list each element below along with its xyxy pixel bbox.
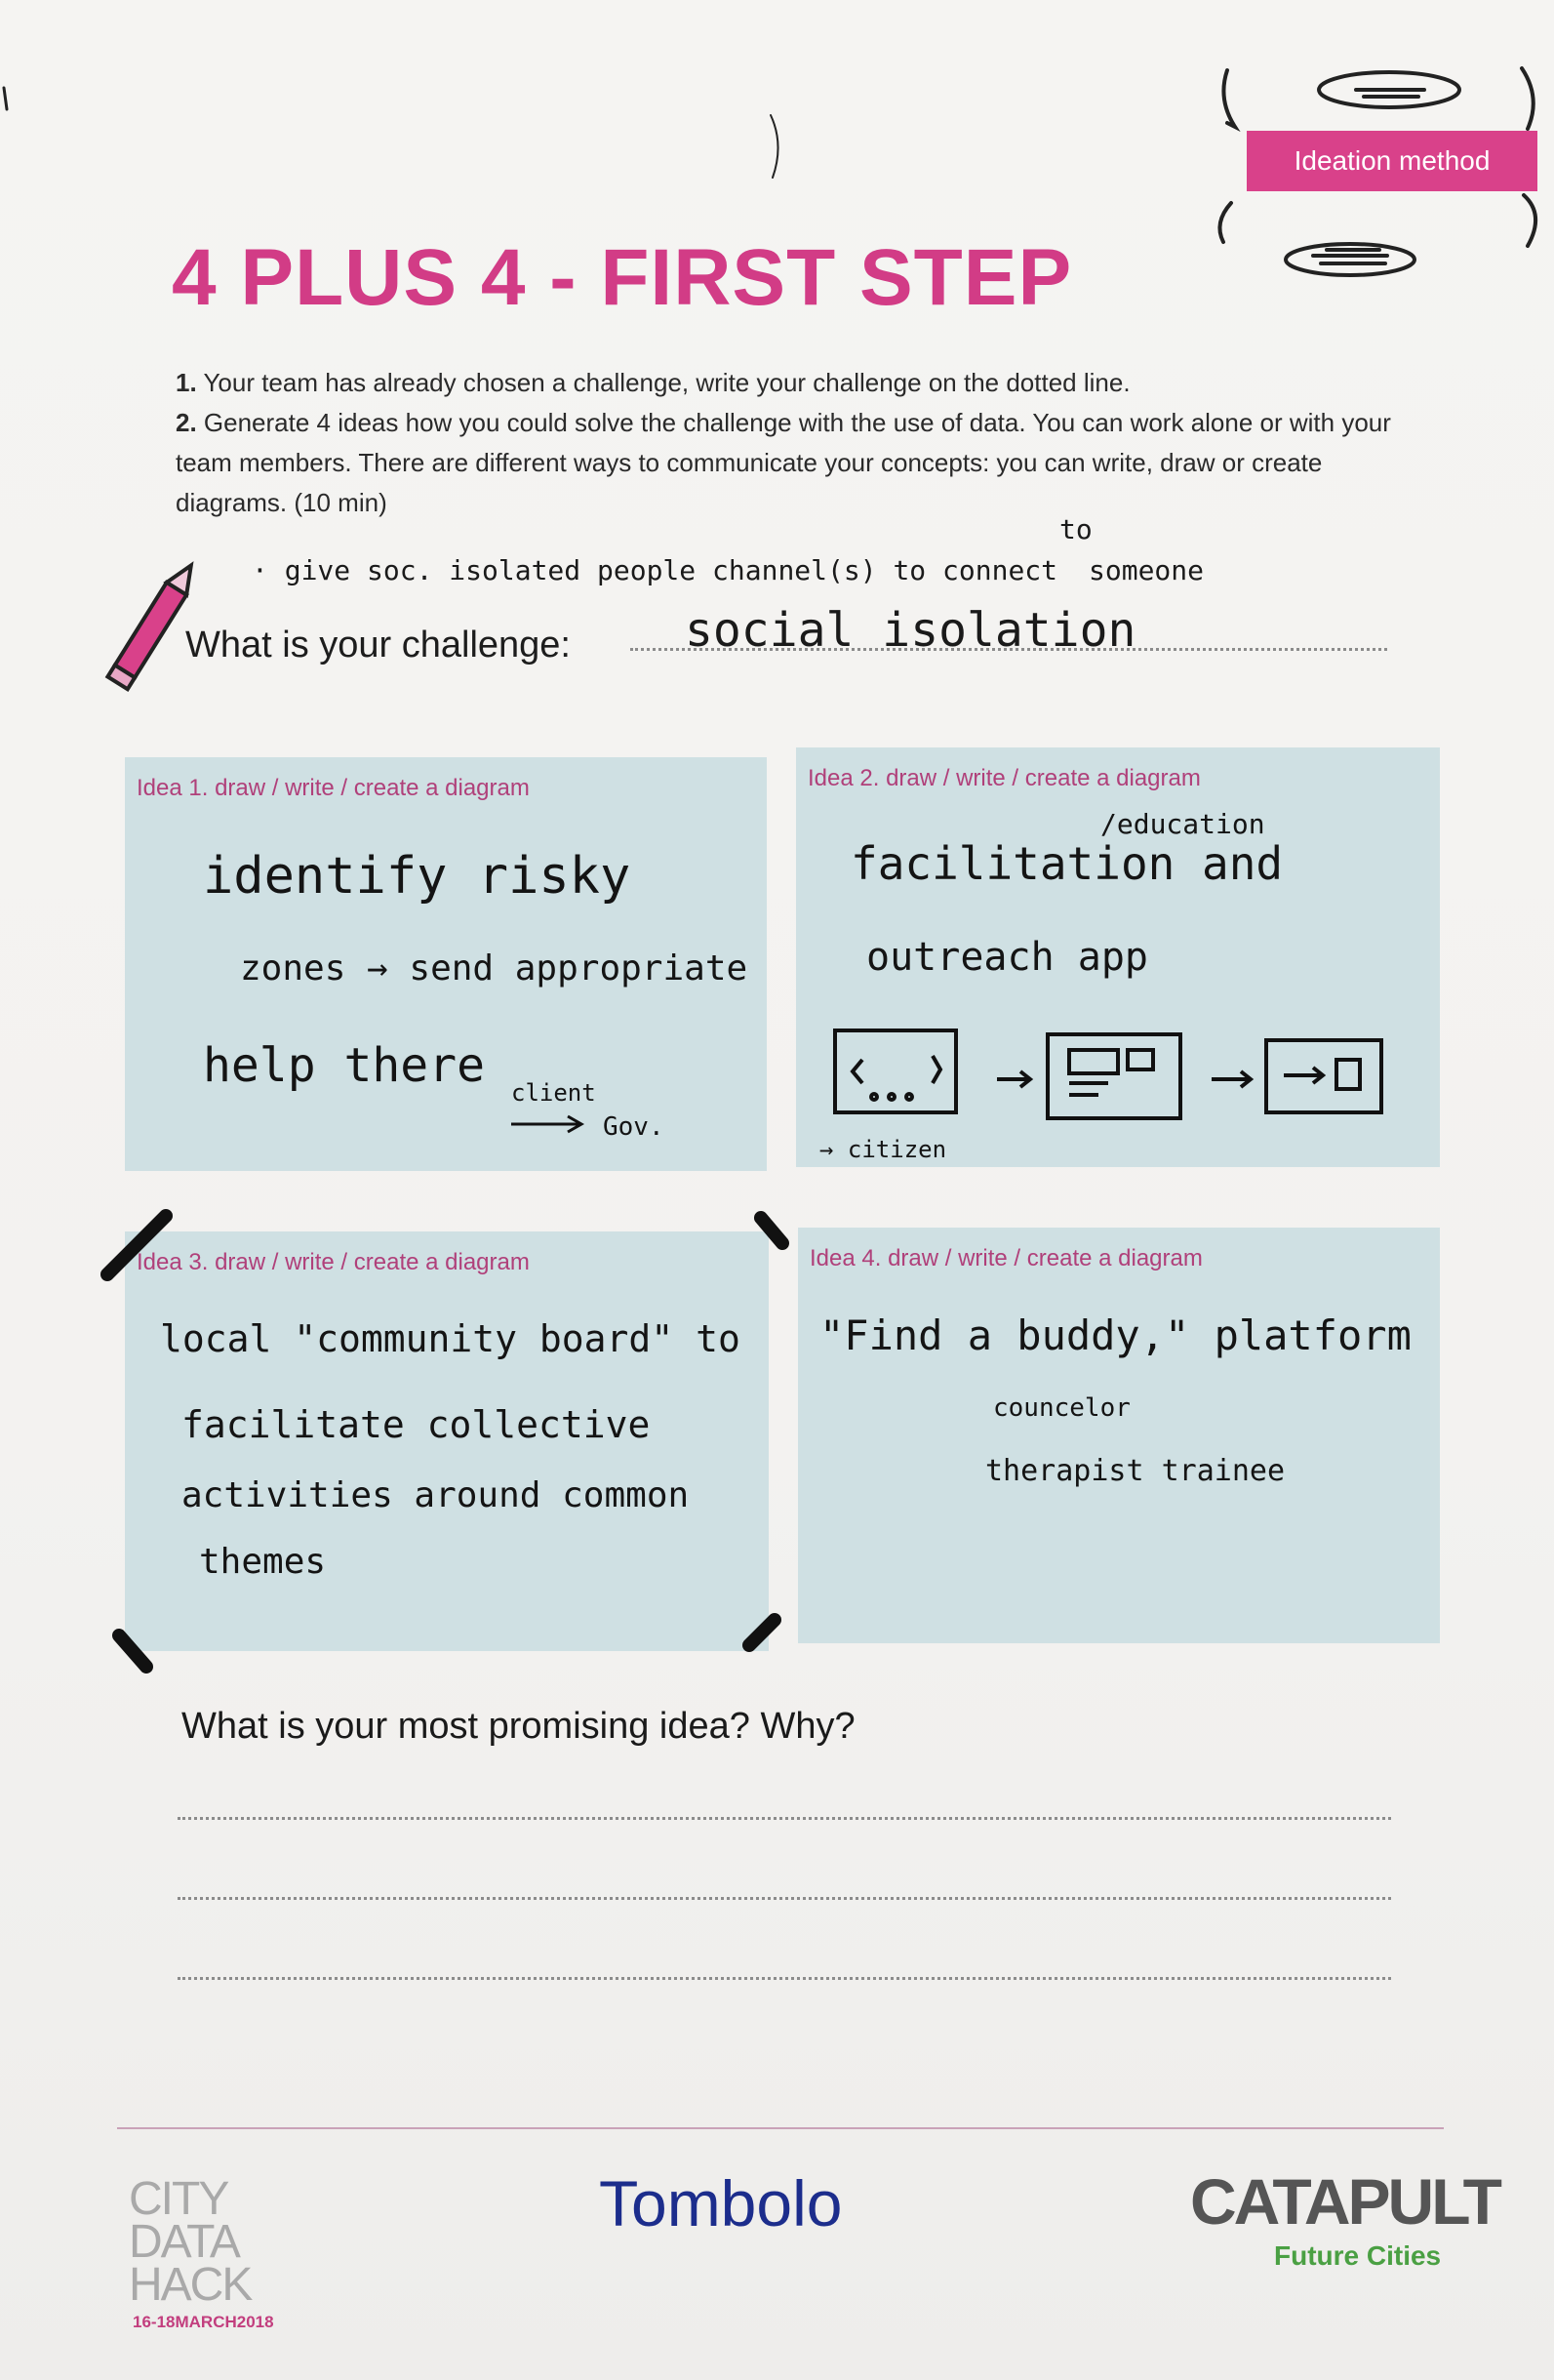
instructions: 1. Your team has already chosen a challe… — [176, 363, 1405, 523]
cdh-line-hack: HACK — [129, 2259, 253, 2311]
app-flow-diagram — [833, 1029, 1383, 1120]
idea-3-line-1: local "community board" to — [160, 1317, 740, 1360]
tombolo-logo: Tombolo — [599, 2167, 843, 2239]
idea-1-note-bottom: Gov. — [603, 1112, 664, 1142]
promising-idea-question: What is your most promising idea? Why? — [181, 1706, 856, 1747]
ideation-method-tag: Ideation method — [1247, 131, 1537, 191]
page-title: 4 PLUS 4 - FIRST STEP — [172, 233, 1073, 322]
cdh-line-city: CITY — [129, 2173, 229, 2225]
answer-line-1[interactable] — [178, 1817, 1391, 1820]
step-2-text: Generate 4 ideas how you could solve the… — [176, 408, 1391, 517]
step-1-number: 1. — [176, 368, 197, 397]
step-1-text: Your team has already chosen a challenge… — [196, 368, 1131, 397]
idea-1-line-1: identify risky — [203, 847, 631, 906]
idea-3-line-3: activities around common — [181, 1475, 690, 1515]
challenge-label: What is your challenge: — [185, 625, 571, 666]
idea-2-line-1: facilitation and — [851, 837, 1284, 890]
idea-1-caption: Idea 1. draw / write / create a diagram — [137, 775, 530, 801]
idea-2-insert: /education — [1100, 808, 1265, 840]
idea-3-line-4: themes — [199, 1542, 327, 1582]
future-cities-label: Future Cities — [1274, 2240, 1442, 2271]
challenge-dotted-line — [630, 648, 1387, 651]
idea-card-1[interactable]: Idea 1. draw / write / create a diagram … — [125, 757, 767, 1171]
cdh-date: 16-18MARCH2018 — [133, 2313, 274, 2331]
cdh-line-data: DATA — [129, 2216, 241, 2268]
handwritten-challenge-answer: social isolation — [685, 603, 1136, 658]
idea-2-note: → citizen — [819, 1136, 947, 1163]
idea-1-line-2: zones → send appropriate — [240, 948, 748, 988]
idea-4-caption: Idea 4. draw / write / create a diagram — [810, 1245, 1203, 1271]
idea-2-line-2: outreach app — [866, 935, 1148, 980]
idea-4-line-2: councelor — [993, 1393, 1131, 1423]
idea-4-line-3: therapist trainee — [985, 1454, 1286, 1488]
handwritten-challenge-note: · give soc. isolated people channel(s) t… — [252, 554, 1058, 586]
idea-card-3[interactable]: Idea 3. draw / write / create a diagram … — [125, 1231, 769, 1651]
handwritten-note-end: someone — [1089, 554, 1205, 586]
idea-3-caption: Idea 3. draw / write / create a diagram — [137, 1249, 530, 1275]
answer-line-2[interactable] — [178, 1897, 1391, 1900]
answer-line-3[interactable] — [178, 1977, 1391, 1980]
city-data-hack-logo: CITY DATA HACK — [129, 2173, 253, 2311]
idea-4-line-1: "Find a buddy," platform — [819, 1311, 1412, 1359]
idea-2-caption: Idea 2. draw / write / create a diagram — [808, 765, 1201, 791]
step-2-number: 2. — [176, 408, 197, 437]
arrow-icon — [511, 1114, 585, 1134]
idea-card-4[interactable]: Idea 4. draw / write / create a diagram … — [798, 1228, 1440, 1643]
catapult-logo: CATAPULT — [1190, 2165, 1502, 2238]
idea-1-line-3: help there — [203, 1038, 485, 1093]
idea-1-note-top: client — [511, 1079, 596, 1107]
idea-3-line-2: facilitate collective — [181, 1403, 651, 1446]
footer-divider — [117, 2127, 1444, 2129]
handwritten-insert-to: to — [1059, 513, 1093, 545]
idea-card-2[interactable]: Idea 2. draw / write / create a diagram … — [796, 747, 1440, 1167]
